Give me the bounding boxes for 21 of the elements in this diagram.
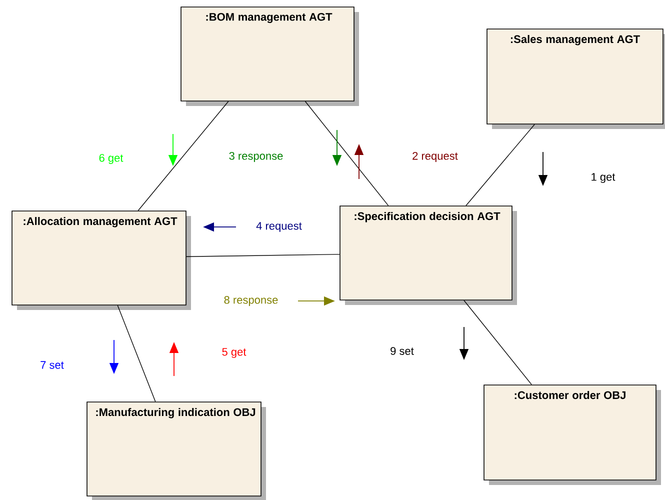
link-line (138, 101, 229, 211)
message-label: 7 set (40, 361, 64, 369)
link-line (117, 305, 156, 402)
object-box: :Manufacturing indication OBJ (86, 402, 266, 500)
object-box: :Customer order OBJ (484, 384, 661, 485)
message-label: 5 get (222, 348, 246, 358)
link-line (466, 124, 535, 206)
link-line (464, 300, 532, 385)
message-label: 2 request (412, 152, 458, 162)
message-label: 3 response (229, 152, 283, 162)
message-label: 6 get (99, 154, 124, 164)
message-label: 8 response (224, 296, 278, 306)
object-box: :Specification decision AGT (340, 206, 517, 305)
object-box: :Allocation management AGT (12, 210, 191, 310)
message-label: 1 get (592, 173, 616, 183)
link-line (304, 101, 389, 206)
object-box: :Sales management AGT (486, 28, 665, 129)
object-box: :BOM management AGT (180, 6, 359, 106)
message-label: 4 request (256, 222, 302, 232)
link-line (186, 254, 340, 257)
message-label: 9 set (390, 347, 414, 355)
